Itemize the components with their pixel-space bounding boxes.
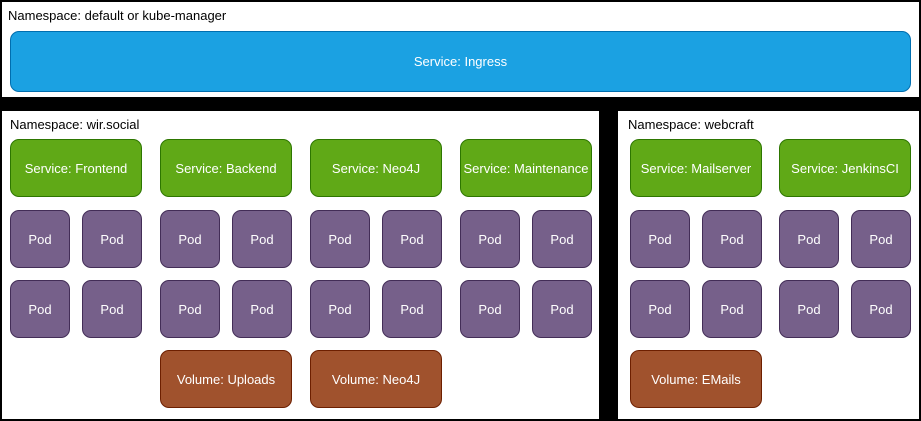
pod-node: Pod <box>10 210 70 268</box>
pod-node: Pod <box>232 280 292 338</box>
namespace-label-default: Namespace: default or kube-manager <box>8 8 227 23</box>
volume-emails-node: Volume: EMails <box>630 350 762 408</box>
pod-node: Pod <box>10 280 70 338</box>
pod-node: Pod <box>310 210 370 268</box>
namespace-panel-wir-social: Namespace: wir.social Service: Frontend … <box>0 109 601 421</box>
service-frontend-node: Service: Frontend <box>10 139 142 197</box>
service-mailserver-node: Service: Mailserver <box>630 139 762 197</box>
pod-node: Pod <box>702 280 762 338</box>
pod-node: Pod <box>702 210 762 268</box>
pod-node: Pod <box>851 280 911 338</box>
volume-uploads-node: Volume: Uploads <box>160 350 292 408</box>
pod-node: Pod <box>382 280 442 338</box>
service-backend-node: Service: Backend <box>160 139 292 197</box>
service-group-maintenance: Service: Maintenance Pod Pod Pod Pod <box>460 139 592 338</box>
pod-node: Pod <box>160 280 220 338</box>
pod-node: Pod <box>460 280 520 338</box>
service-group-neo4j: Service: Neo4J Pod Pod Pod Pod Volume: N… <box>310 139 442 408</box>
pod-node: Pod <box>232 210 292 268</box>
pod-grid: Pod Pod Pod Pod <box>630 210 762 338</box>
service-group-mailserver: Service: Mailserver Pod Pod Pod Pod Volu… <box>630 139 762 408</box>
pod-grid: Pod Pod Pod Pod <box>310 210 442 338</box>
pod-node: Pod <box>82 280 142 338</box>
pod-grid: Pod Pod Pod Pod <box>779 210 911 338</box>
pod-grid: Pod Pod Pod Pod <box>460 210 592 338</box>
namespace-label-webcraft: Namespace: webcraft <box>628 117 754 132</box>
service-group-jenkinsci: Service: JenkinsCI Pod Pod Pod Pod <box>779 139 911 338</box>
pod-node: Pod <box>310 280 370 338</box>
volume-neo4j-node: Volume: Neo4J <box>310 350 442 408</box>
pod-node: Pod <box>779 280 839 338</box>
service-group-frontend: Service: Frontend Pod Pod Pod Pod <box>10 139 142 338</box>
pod-grid: Pod Pod Pod Pod <box>10 210 142 338</box>
pod-grid: Pod Pod Pod Pod <box>160 210 292 338</box>
service-jenkinsci-node: Service: JenkinsCI <box>779 139 911 197</box>
service-neo4j-node: Service: Neo4J <box>310 139 442 197</box>
service-group-backend: Service: Backend Pod Pod Pod Pod Volume:… <box>160 139 292 408</box>
pod-node: Pod <box>779 210 839 268</box>
pod-node: Pod <box>460 210 520 268</box>
namespace-label-wir-social: Namespace: wir.social <box>10 117 140 132</box>
pod-node: Pod <box>851 210 911 268</box>
pod-node: Pod <box>160 210 220 268</box>
pod-node: Pod <box>630 210 690 268</box>
service-maintenance-node: Service: Maintenance <box>460 139 592 197</box>
namespace-panel-default-kube-manager: Namespace: default or kube-manager Servi… <box>0 0 921 99</box>
namespace-panel-webcraft: Namespace: webcraft Service: Mailserver … <box>616 109 921 421</box>
service-ingress-node: Service: Ingress <box>10 31 911 92</box>
pod-node: Pod <box>532 280 592 338</box>
pod-node: Pod <box>382 210 442 268</box>
pod-node: Pod <box>630 280 690 338</box>
pod-node: Pod <box>532 210 592 268</box>
pod-node: Pod <box>82 210 142 268</box>
